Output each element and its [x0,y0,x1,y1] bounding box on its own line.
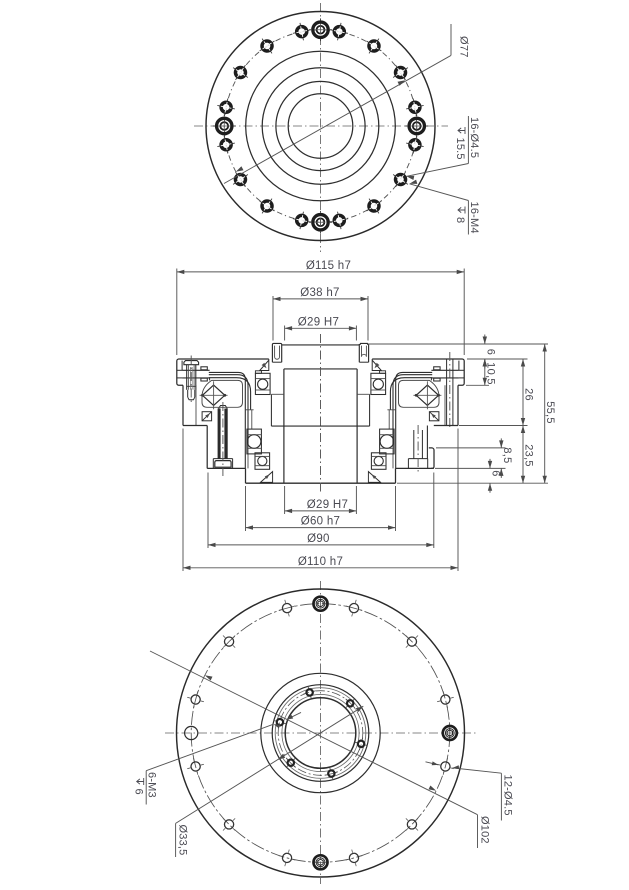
svg-text:Ø77: Ø77 [458,36,470,58]
svg-text:8: 8 [454,217,466,223]
svg-text:26: 26 [523,388,535,401]
svg-text:55,5: 55,5 [544,401,556,424]
svg-text:Ø90: Ø90 [307,533,330,545]
svg-text:6: 6 [484,349,496,355]
svg-text:10,5: 10,5 [484,362,496,385]
svg-text:15.5: 15.5 [454,138,466,160]
svg-text:Ø115 h7: Ø115 h7 [306,260,351,272]
svg-text:Ø29 H7: Ø29 H7 [307,499,348,511]
svg-text:Ø110 h7: Ø110 h7 [298,556,343,568]
svg-text:Ø102: Ø102 [479,816,491,844]
svg-text:Ø38 h7: Ø38 h7 [300,287,340,299]
svg-text:23,5: 23,5 [523,444,535,467]
svg-text:8,5: 8,5 [501,447,513,463]
svg-text:Ø60 h7: Ø60 h7 [301,516,341,528]
svg-text:16-Ø4.5: 16-Ø4.5 [468,117,480,158]
svg-text:6: 6 [133,789,145,795]
svg-text:Ø33,5: Ø33,5 [177,825,189,856]
svg-text:6-M3: 6-M3 [146,772,158,798]
svg-text:6: 6 [490,470,502,476]
svg-text:12-Ø4.5: 12-Ø4.5 [502,775,514,816]
svg-text:Ø29 H7: Ø29 H7 [298,316,339,328]
svg-text:16-M4: 16-M4 [468,202,480,234]
